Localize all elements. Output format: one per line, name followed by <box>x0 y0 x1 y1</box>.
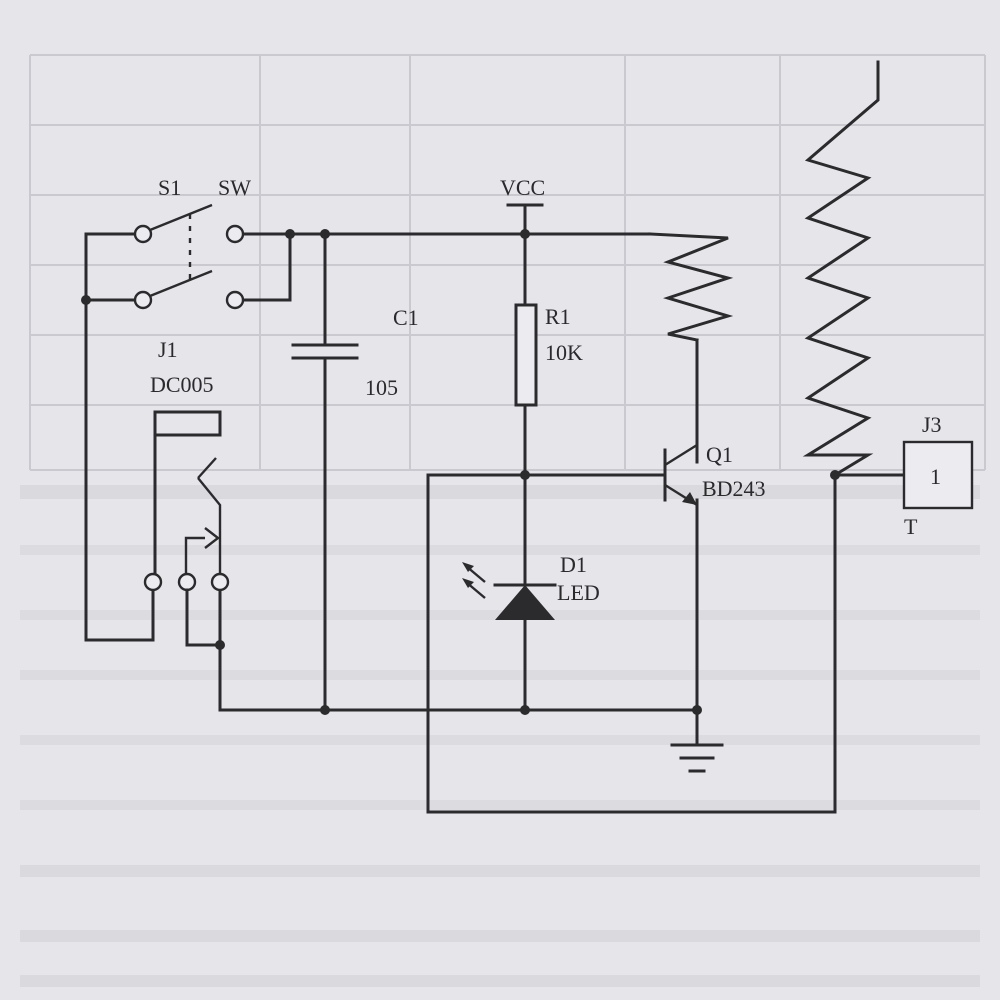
resistor-r1-ref: R1 <box>545 304 571 329</box>
capacitor-c1-ref: C1 <box>393 305 419 330</box>
switch-s1-ref: S1 <box>158 175 181 200</box>
secondary-coil <box>802 60 880 478</box>
transistor-q1: Q1 BD243 <box>663 442 766 507</box>
switch-s1: S1 SW <box>133 175 251 310</box>
dc-jack-j1-part: DC005 <box>150 372 214 397</box>
vcc-label: VCC <box>500 175 545 200</box>
junction-dots <box>81 229 840 715</box>
terminal-j3-pin: 1 <box>930 464 941 489</box>
primary-coil <box>648 232 734 342</box>
wires <box>84 203 907 814</box>
dc-jack-j1: J1 DC005 <box>143 337 230 647</box>
led-d1-part: LED <box>557 580 600 605</box>
dc-jack-j1-ref: J1 <box>158 337 178 362</box>
vcc-rail: VCC <box>500 175 545 207</box>
capacitor-c1-value: 105 <box>365 375 398 400</box>
transistor-q1-part: BD243 <box>702 476 766 501</box>
led-d1: D1 LED <box>462 552 600 620</box>
led-d1-ref: D1 <box>560 552 587 577</box>
terminal-j3-name: T <box>904 514 918 539</box>
capacitor-c1: C1 105 <box>291 305 419 400</box>
resistor-r1: R1 10K <box>514 303 583 407</box>
resistor-r1-value: 10K <box>545 340 583 365</box>
terminal-j3: J3 1 T <box>902 412 974 539</box>
terminal-j3-ref: J3 <box>922 412 942 437</box>
transistor-q1-ref: Q1 <box>706 442 733 467</box>
ground-symbol <box>670 743 724 773</box>
switch-sw-label: SW <box>218 175 251 200</box>
